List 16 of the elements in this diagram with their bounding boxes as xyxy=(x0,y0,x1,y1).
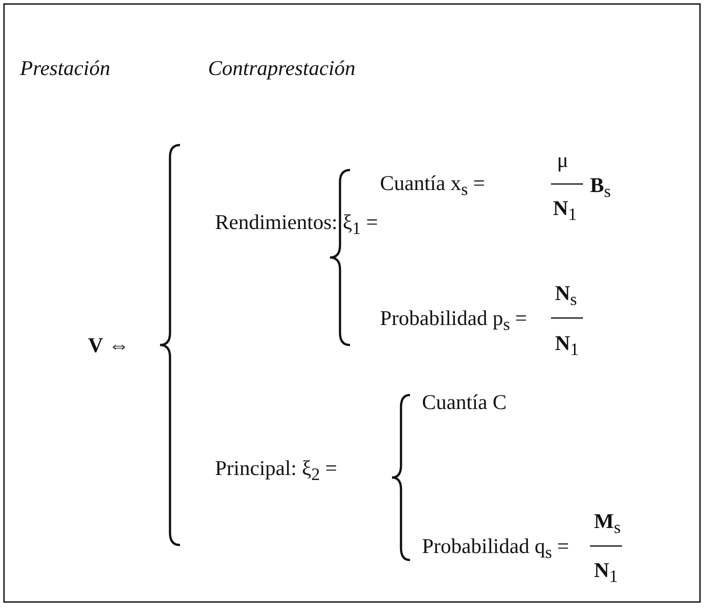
formula-text: Cuantía x$_{s}$ = xyxy=(380,171,485,202)
formula-text: Probabilidad p$_{s}$ = xyxy=(380,306,527,336)
formula-variable: B$_{s}$ xyxy=(590,173,611,204)
fraction-denominator: N$_{1}$ xyxy=(555,331,579,362)
fraction-numerator: M$_{s}$ xyxy=(594,509,621,540)
formula-text: Principal: ξ$_{2}$ = xyxy=(215,456,338,486)
formula-text: Rendimientos: ξ$_{1}$ = xyxy=(215,210,378,240)
fraction-denominator: N$_{1}$ xyxy=(594,558,618,588)
fraction-numerator: N$_{s}$ xyxy=(555,281,577,312)
formula-text: Probabilidad q$_{s}$ = xyxy=(422,534,569,564)
fraction-numerator: μ xyxy=(557,148,568,172)
column-heading: Contraprestación xyxy=(208,56,356,80)
fraction-denominator: N$_{1}$ xyxy=(553,196,577,226)
formula-text: V ⇔ xyxy=(88,333,130,357)
formula-text: Cuantía C xyxy=(422,390,507,414)
column-heading: Prestación xyxy=(20,56,110,80)
